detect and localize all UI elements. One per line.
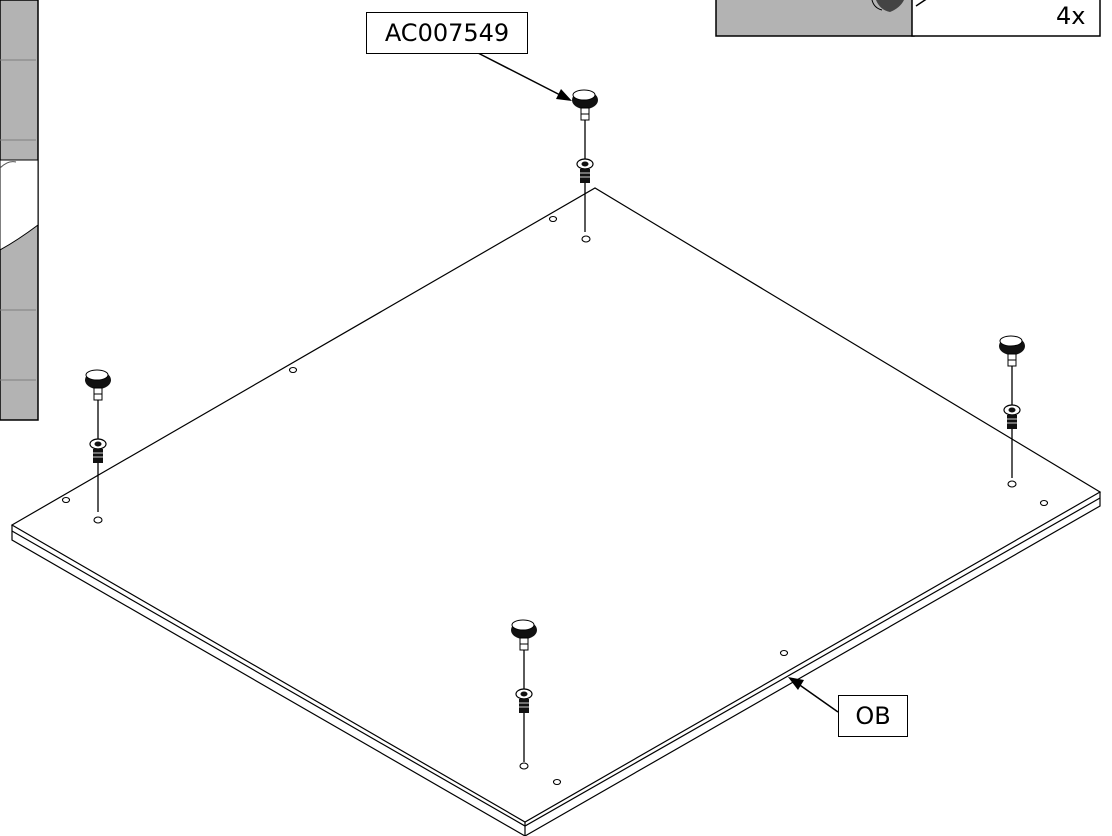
- plate-holes: [61, 215, 1049, 786]
- left-detail-inset: [0, 0, 39, 421]
- panel-label: OB: [838, 695, 908, 737]
- part-number-label: AC007549: [366, 12, 528, 54]
- leader-part-number: [477, 52, 572, 101]
- quantity-label: 4x: [1056, 2, 1086, 30]
- parts-inset: [715, 0, 1101, 37]
- panel-plate: [10, 187, 1102, 836]
- leader-panel: [788, 677, 839, 713]
